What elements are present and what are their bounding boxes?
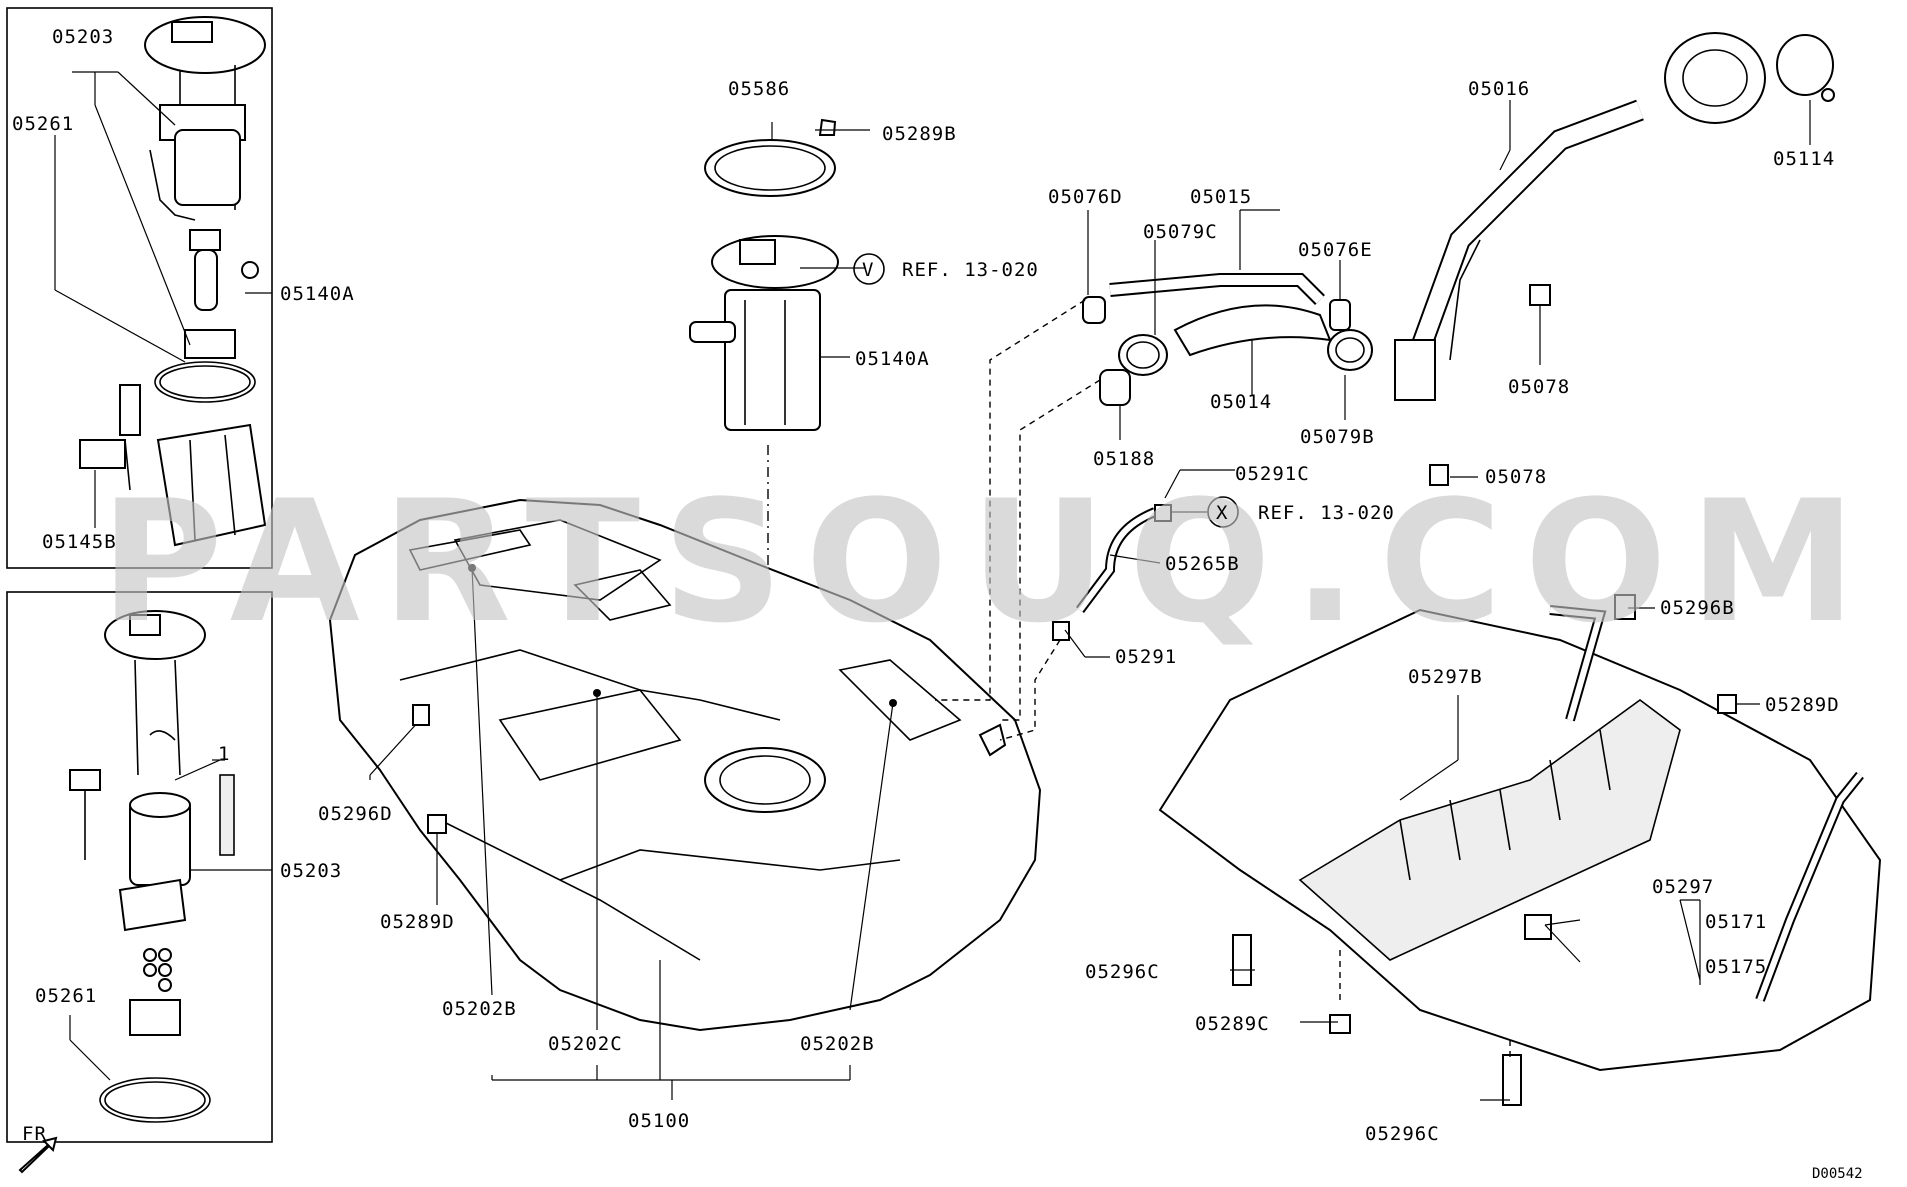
label-05188: 05188: [1093, 448, 1155, 470]
label-1: 1: [218, 743, 230, 765]
label-05175: 05175: [1705, 956, 1767, 978]
label-05140a-left: 05140A: [280, 283, 355, 305]
hoses-leader-lines: [935, 209, 1346, 741]
label-05291: 05291: [1115, 646, 1177, 668]
label-05145b: 05145B: [42, 531, 117, 553]
fuel-pump-assembly-center: [689, 118, 885, 770]
label-05114: 05114: [1773, 148, 1835, 170]
fuel-pump-module-exploded-top: [79, 16, 267, 547]
label-05076e: 05076E: [1298, 239, 1373, 261]
front-direction-arrow-icon: [18, 1136, 58, 1174]
fuel-tank-leader-lines: [369, 567, 894, 1100]
label-05078-lower: 05078: [1485, 466, 1547, 488]
label-05297b: 05297B: [1408, 666, 1483, 688]
label-05586: 05586: [728, 78, 790, 100]
label-05076d: 05076D: [1048, 186, 1123, 208]
right-leader-lines: [1230, 607, 1760, 1101]
label-05171: 05171: [1705, 911, 1767, 933]
ref-v-symbol: V: [862, 259, 874, 281]
fuel-pump-module-exploded-bottom: [69, 610, 235, 1123]
label-05140a-center: 05140A: [855, 348, 930, 370]
label-05100: 05100: [628, 1110, 690, 1132]
label-05016: 05016: [1468, 78, 1530, 100]
label-05296c-lower: 05296C: [1365, 1123, 1440, 1145]
ref-x-symbol: X: [1216, 502, 1228, 524]
label-05203-top: 05203: [52, 26, 114, 48]
hoses-and-clamps: [1052, 273, 1373, 641]
fuel-tank: [328, 498, 1042, 1032]
bottom-inset-leader-lines: [69, 759, 272, 1081]
label-05289c: 05289C: [1195, 1013, 1270, 1035]
label-05296d: 05296D: [318, 803, 393, 825]
label-05079c: 05079C: [1143, 221, 1218, 243]
label-05261-bottom: 05261: [35, 985, 97, 1007]
label-05261-top: 05261: [12, 113, 74, 135]
label-05297: 05297: [1652, 876, 1714, 898]
inset-box-bottom: [6, 591, 273, 1143]
label-05015: 05015: [1190, 186, 1252, 208]
label-05079b: 05079B: [1300, 426, 1375, 448]
label-05296b: 05296B: [1660, 597, 1735, 619]
label-05289b: 05289B: [882, 123, 957, 145]
filler-pipe: [1394, 32, 1835, 486]
label-05078-upper: 05078: [1508, 376, 1570, 398]
label-05202c: 05202C: [548, 1033, 623, 1055]
inset-box-top: [6, 7, 273, 569]
label-05289d-left: 05289D: [380, 911, 455, 933]
label-05202b-right: 05202B: [800, 1033, 875, 1055]
label-05014: 05014: [1210, 391, 1272, 413]
label-05265b: 05265B: [1165, 553, 1240, 575]
diagram-code: D00542: [1812, 1166, 1863, 1182]
label-05202b-left: 05202B: [442, 998, 517, 1020]
label-05203-bottom: 05203: [280, 860, 342, 882]
label-05289d-right: 05289D: [1765, 694, 1840, 716]
top-inset-leader-lines: [54, 71, 272, 528]
watermark: PARTSOUQ.COM: [100, 464, 1878, 660]
ref-x-label: REF. 13-020: [1258, 502, 1395, 524]
ref-v-label: REF. 13-020: [902, 259, 1039, 281]
label-05291c: 05291C: [1235, 463, 1310, 485]
orientation-label: FR: [22, 1123, 47, 1145]
label-05296c-upper: 05296C: [1085, 961, 1160, 983]
